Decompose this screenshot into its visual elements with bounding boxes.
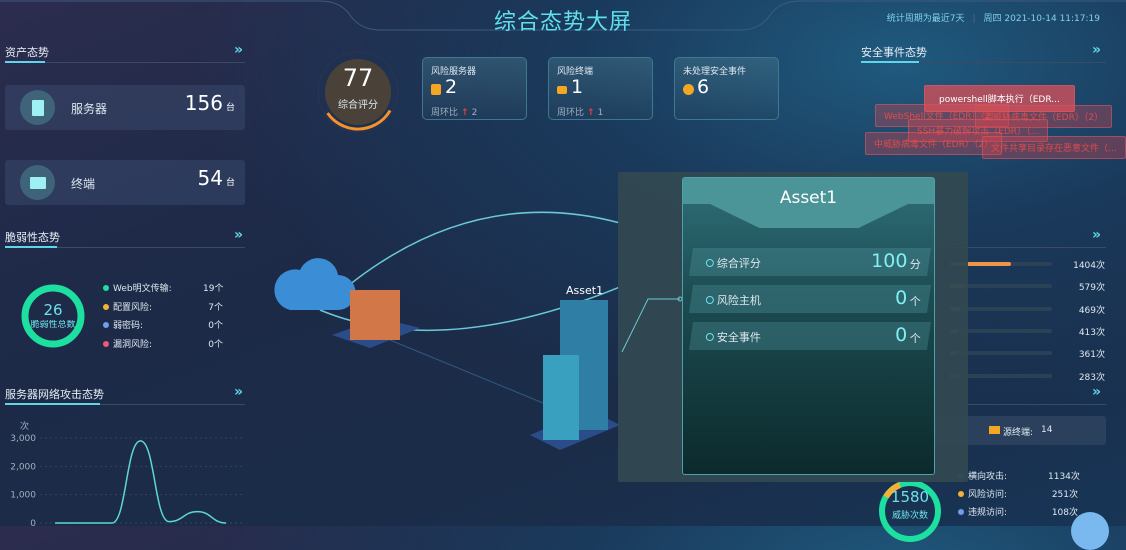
more-chevron-icon[interactable]: » xyxy=(1092,227,1101,243)
vuln-legend-item: Web明文传输:19个 xyxy=(103,281,172,294)
divider xyxy=(861,62,1106,63)
connector-line xyxy=(618,290,684,360)
legend-dot-icon xyxy=(103,322,109,328)
monitor-icon xyxy=(557,86,567,94)
stat-card-events[interactable]: 未处理安全事件 6 xyxy=(674,57,779,120)
monitor-icon xyxy=(20,165,55,200)
building-icon xyxy=(543,355,579,440)
vuln-legend-item: 配置风险:7个 xyxy=(103,300,152,313)
topology-asset-label[interactable]: Asset1 xyxy=(566,284,603,297)
ranking-value: 579次 xyxy=(1070,280,1105,293)
event-tag[interactable]: 文件共享目录存在恶意文件（... xyxy=(982,136,1126,159)
divider xyxy=(5,62,245,63)
cloud-icon xyxy=(274,258,355,310)
attack-series-line xyxy=(55,441,226,523)
ranking-value: 413次 xyxy=(1070,325,1105,338)
section-title-attack: 服务器网络攻击态势 xyxy=(5,386,104,404)
threat-total-label: 威胁次数 xyxy=(878,508,942,521)
ranking-value: 469次 xyxy=(1070,303,1105,316)
asset-label: 服务器 xyxy=(71,100,107,117)
asset-label: 终端 xyxy=(71,175,95,192)
arrow-up-icon: ↑ xyxy=(587,108,595,118)
more-chevron-icon[interactable]: » xyxy=(1092,42,1101,58)
threat-legend-item: 违规访问:108次 xyxy=(958,505,1007,518)
firewall-icon xyxy=(350,290,400,340)
vuln-legend-item: 弱密码:0个 xyxy=(103,318,143,331)
server-icon xyxy=(20,90,55,125)
vuln-total-label: 脆弱性总数 xyxy=(30,320,76,342)
legend-dot-icon xyxy=(103,341,109,347)
section-title-vuln: 脆弱性态势 xyxy=(5,229,60,247)
y-tick-label: 3,000 xyxy=(10,434,36,444)
more-chevron-icon[interactable]: » xyxy=(234,227,243,243)
network-topology xyxy=(260,170,620,470)
legend-dot-icon xyxy=(958,491,964,497)
score-gauge xyxy=(314,48,402,136)
stat-card-risk-terminal[interactable]: 风险终端 1 周环比↑1 xyxy=(548,57,653,120)
more-chevron-icon[interactable]: » xyxy=(1092,384,1101,400)
asset-name: Asset1 xyxy=(683,188,934,208)
divider xyxy=(5,404,245,405)
ranking-value: 1404次 xyxy=(1070,258,1105,271)
monitor-icon xyxy=(989,426,1000,434)
section-title-events: 安全事件态势 xyxy=(861,44,927,62)
y-tick-label: 1,000 xyxy=(10,491,36,501)
stat-compare: 周环比↑2 xyxy=(431,105,477,118)
period-text: 统计周期为最近7天 xyxy=(887,14,965,24)
stat-value: 1 xyxy=(571,76,583,98)
legend-dot-icon xyxy=(103,285,109,291)
y-axis-label: 次 xyxy=(20,420,29,432)
y-tick-label: 0 xyxy=(30,519,36,526)
y-tick-label: 2,000 xyxy=(10,462,36,472)
arrow-up-icon: ↑ xyxy=(461,108,469,118)
stat-compare: 周环比↑1 xyxy=(557,105,603,118)
more-chevron-icon[interactable]: » xyxy=(234,384,243,400)
section-title-assets: 资产态势 xyxy=(5,44,49,62)
warning-icon xyxy=(683,84,694,95)
server-icon xyxy=(431,84,441,95)
vuln-legend-item: 漏洞风险:0个 xyxy=(103,337,152,350)
ranking-value: 283次 xyxy=(1070,370,1105,383)
threat-legend-item: 风险访问:251次 xyxy=(958,487,1007,500)
divider xyxy=(5,247,245,248)
stat-card-risk-server[interactable]: 风险服务器 2 周环比↑2 xyxy=(422,57,527,120)
stat-value: 2 xyxy=(445,76,457,98)
float-action-button[interactable] xyxy=(1071,512,1109,550)
legend-dot-icon xyxy=(103,304,109,310)
source-value: 14 xyxy=(1041,425,1052,435)
ranking-value: 361次 xyxy=(1070,347,1105,360)
score-value: 77 xyxy=(314,64,402,92)
event-tag[interactable]: powershell脚本执行（EDR... xyxy=(924,85,1075,112)
legend-dot-icon xyxy=(958,509,964,515)
source-label: 源终端: xyxy=(1003,425,1033,438)
vuln-total: 26 xyxy=(20,301,86,319)
attack-line-chart: 次 3,000 2,000 1,000 0 xyxy=(0,415,250,526)
stat-title: 未处理安全事件 xyxy=(683,64,746,77)
datetime-text: 周四 2021-10-14 11:17:19 xyxy=(984,14,1100,24)
header-info: 统计周期为最近7天|周四 2021-10-14 11:17:19 xyxy=(887,11,1100,24)
more-chevron-icon[interactable]: » xyxy=(234,42,243,58)
threat-total: 1580 xyxy=(878,488,942,506)
stat-value: 6 xyxy=(697,76,709,98)
score-label: 综合评分 xyxy=(314,96,402,111)
